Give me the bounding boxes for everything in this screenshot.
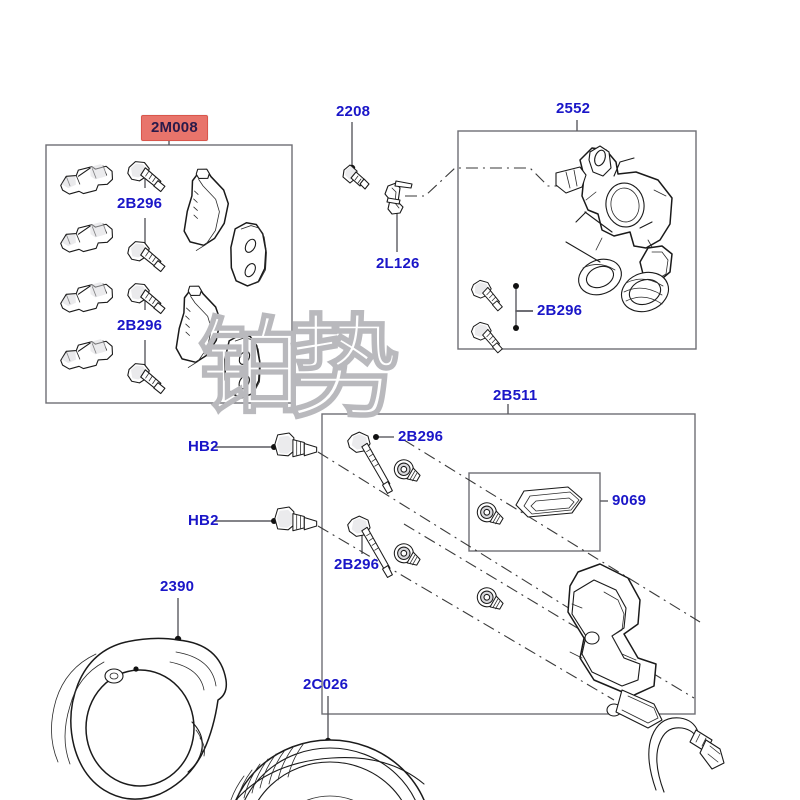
part-pad-retaining-clips: [57, 161, 116, 373]
callout-2390[interactable]: 2390: [160, 578, 195, 595]
part-pipe-bracket: [384, 180, 413, 215]
part-brake-disc: [230, 739, 425, 800]
callout-hb2-upper[interactable]: HB2: [188, 438, 219, 455]
callout-9069[interactable]: 9069: [612, 492, 647, 509]
group-box-9069: [468, 472, 601, 552]
part-caliper-guide-bolts-2b296: [467, 277, 510, 355]
part-piston-seal: [578, 258, 622, 296]
part-slide-pin-boot-9069: [515, 486, 583, 518]
callout-2l126[interactable]: 2L126: [376, 255, 420, 272]
callout-2c026[interactable]: 2C026: [303, 676, 349, 693]
part-slide-bushes: [390, 455, 507, 615]
callout-2b296-caliper[interactable]: 2B296: [537, 302, 583, 319]
part-caliper-carrier: [567, 563, 663, 729]
callout-2b296-slide-lower[interactable]: 2B296: [334, 556, 380, 573]
part-dust-boot: [620, 271, 670, 313]
callout-2552[interactable]: 2552: [556, 100, 591, 117]
part-brake-pads: [173, 166, 274, 402]
callout-hb2-lower[interactable]: HB2: [188, 512, 219, 529]
callout-2b296-slide-upper[interactable]: 2B296: [398, 428, 444, 445]
caliper-seal-leader: [565, 211, 613, 263]
callout-2b296-pad-upper[interactable]: 2B296: [117, 195, 163, 212]
part-disc-shield: [51, 637, 228, 800]
callout-2b511[interactable]: 2B511: [493, 387, 538, 404]
part-bleed-screw: [342, 164, 370, 190]
callout-2m008[interactable]: 2M008: [141, 115, 208, 141]
part-brake-hose: [648, 717, 725, 793]
callout-2b296-pad-lower[interactable]: 2B296: [117, 317, 163, 334]
assembly-axis-upper: [405, 167, 575, 197]
part-guide-pins-hb2: [274, 432, 318, 532]
callout-2208[interactable]: 2208: [336, 103, 371, 120]
part-caliper-body: [555, 145, 673, 283]
